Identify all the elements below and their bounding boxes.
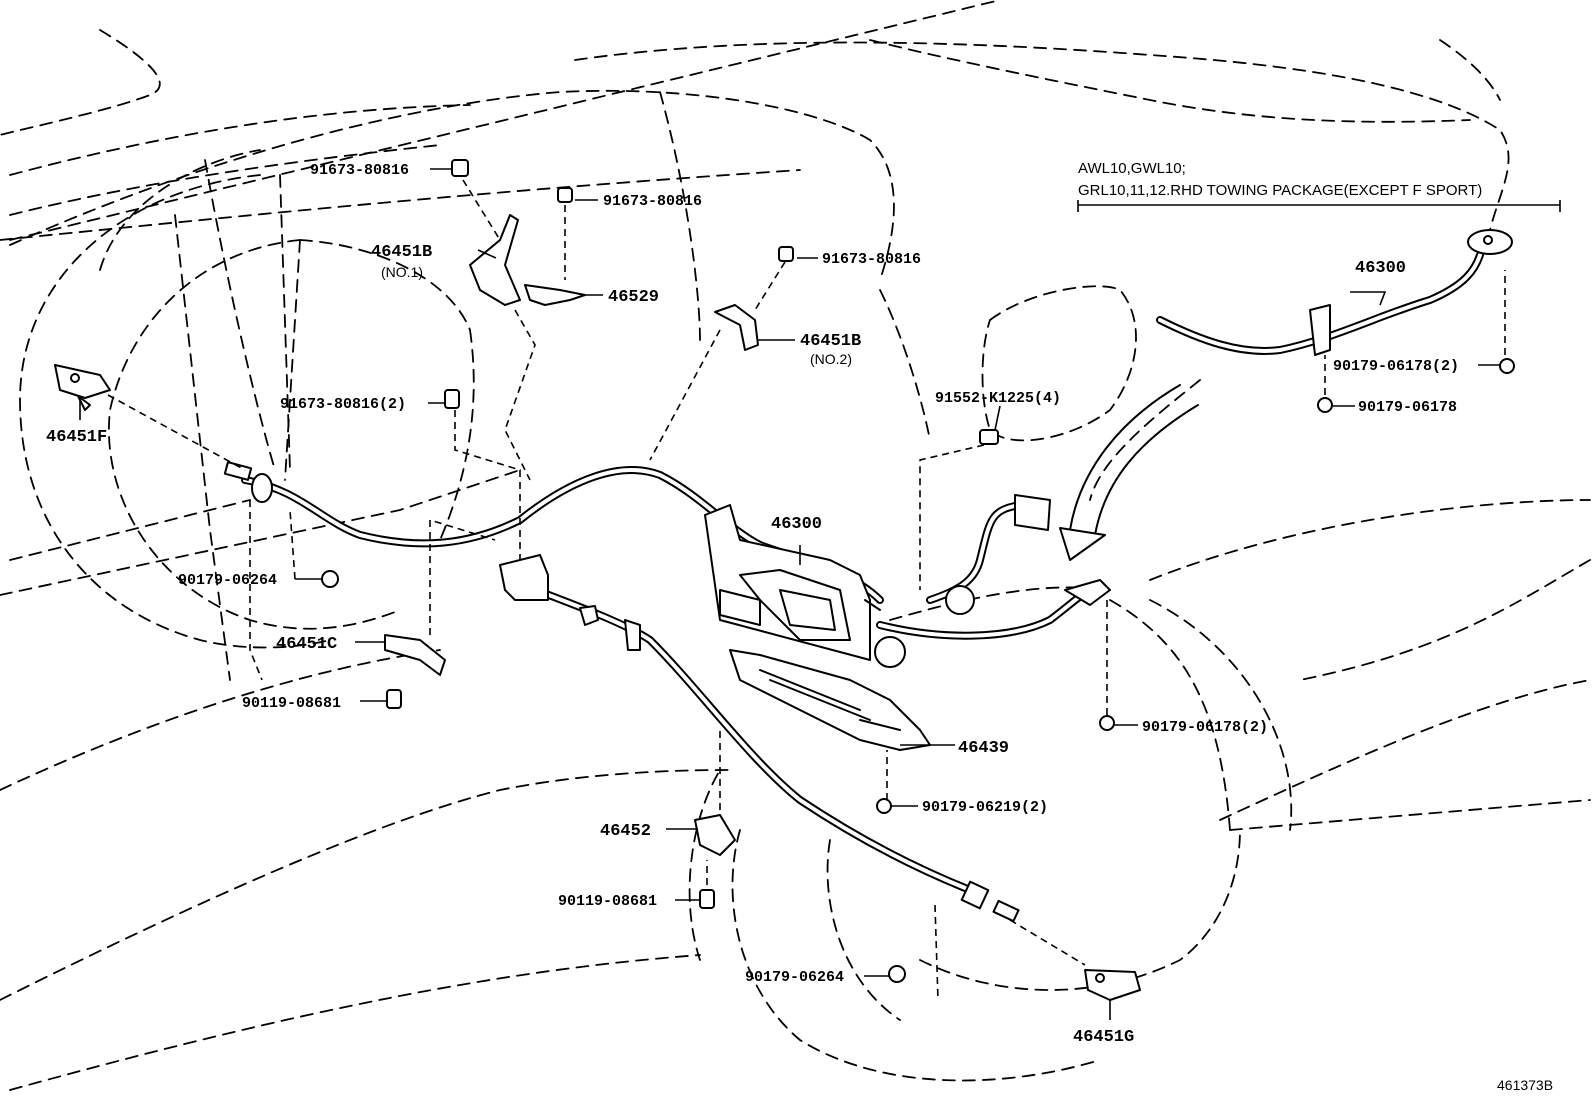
label-90119-08681-left: 90119-08681: [242, 695, 341, 712]
label-46300-alt: 46300: [1355, 259, 1406, 278]
label-90179-06219-2: 90179-06219(2): [922, 799, 1048, 816]
label-46451b-no2-sub: (NO.2): [810, 351, 852, 367]
drawing-number: 461373B: [1497, 1077, 1553, 1093]
label-46451b-no1: 46451B: [371, 243, 432, 262]
label-90179-06264-left: 90179-06264: [178, 572, 277, 589]
label-46451c: 46451C: [276, 635, 337, 654]
hardware-parts: [54, 159, 1141, 1001]
label-46451g: 46451G: [1073, 1028, 1134, 1047]
label-91552-k1225: 91552-K1225(4): [935, 390, 1061, 407]
label-46451b-no2: 46451B: [800, 332, 861, 351]
label-46300-main: 46300: [771, 515, 822, 534]
label-91673-80816-2: 91673-80816(2): [280, 396, 406, 413]
cable-assembly-46300: [223, 461, 1111, 923]
label-90179-06178-inset: 90179-06178: [1358, 399, 1457, 416]
inset-alt-cable: [1077, 200, 1561, 413]
label-46451b-no1-sub: (NO.1): [381, 264, 423, 280]
equalizer-bracket: [704, 504, 906, 668]
label-90179-06264-bottom: 90179-06264: [745, 969, 844, 986]
leader-lines: [79, 168, 1506, 1020]
label-91673-80816-mid: 91673-80816: [822, 251, 921, 268]
label-46529: 46529: [608, 288, 659, 307]
label-90179-06178-2-inset: 90179-06178(2): [1333, 358, 1459, 375]
label-46452: 46452: [600, 822, 651, 841]
label-46451f: 46451F: [46, 428, 107, 447]
label-91673-80816-right: 91673-80816: [603, 193, 702, 210]
label-46439: 46439: [958, 739, 1009, 758]
inset-note-line2: GRL10,11,12.RHD TOWING PACKAGE(EXCEPT F …: [1078, 182, 1482, 199]
part-labels: 91673-80816 91673-80816 91673-80816 4645…: [46, 160, 1553, 1093]
label-90179-06178-2: 90179-06178(2): [1142, 719, 1268, 736]
heat-insulator-46439: [729, 649, 931, 751]
view-arrow: [1059, 384, 1199, 561]
inset-note-line1: AWL10,GWL10;: [1078, 160, 1186, 177]
label-91673-80816-top: 91673-80816: [310, 162, 409, 179]
label-90119-08681-bottom: 90119-08681: [558, 893, 657, 910]
